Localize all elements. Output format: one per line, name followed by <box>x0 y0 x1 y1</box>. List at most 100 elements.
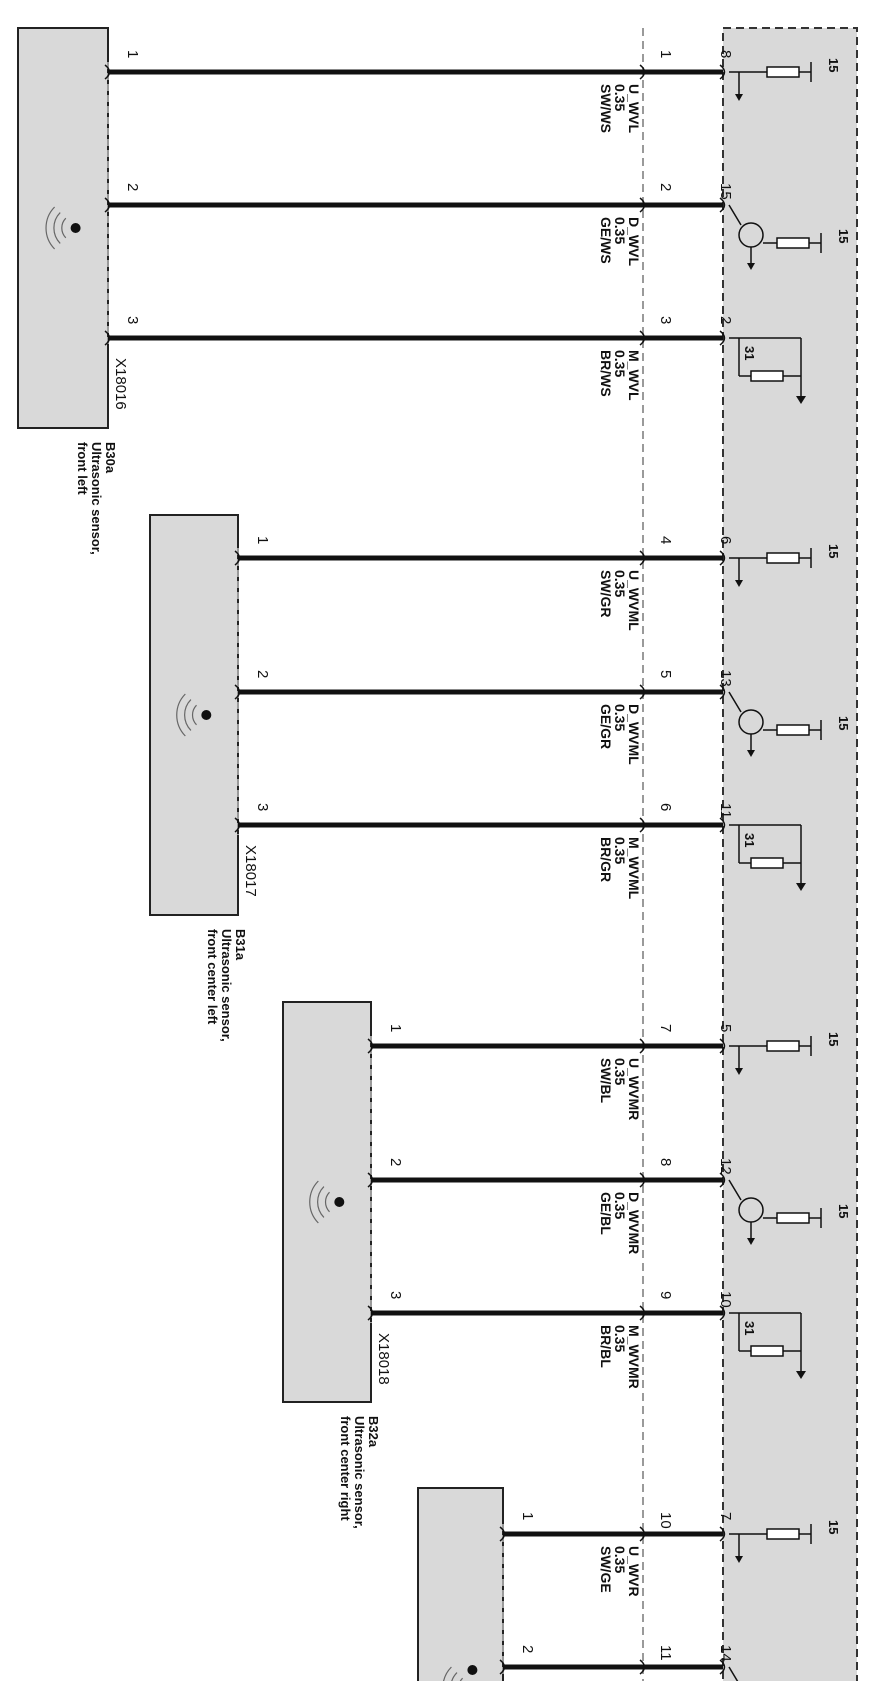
wire-color: SW/WS <box>598 84 614 133</box>
wire-signal: M_WVMR <box>626 1325 642 1389</box>
sensor-dot <box>467 1665 478 1675</box>
module-pin-number: 13 <box>717 670 734 687</box>
module-pin-number: 10 <box>717 1291 734 1308</box>
connector-pin-mark <box>719 684 726 700</box>
sensor-box <box>282 1001 372 1403</box>
wire-color: GE/WS <box>598 217 614 264</box>
sensor-pin-number: 3 <box>124 316 141 324</box>
wire-gauge: 0.35 <box>612 570 628 597</box>
arrow-icon <box>747 750 755 757</box>
wire-color: BR/WS <box>598 350 614 397</box>
resistor-icon <box>750 1345 784 1357</box>
internal-trace <box>728 1666 739 1681</box>
sensor-pin-number: 1 <box>387 1024 404 1032</box>
connector-pin-mark <box>719 1659 726 1675</box>
resistor-icon <box>750 857 784 869</box>
connector-pin-mark <box>719 1038 726 1054</box>
internal-trace <box>728 204 742 226</box>
connector-pin-mark <box>639 1172 646 1188</box>
sensor-name-line2: front center left <box>205 929 220 1025</box>
connector-pin-mark <box>639 1526 646 1542</box>
sensor-pin-number: 2 <box>254 670 271 678</box>
wire-signal: D_WVMR <box>626 1192 642 1254</box>
connector-pin-mark <box>367 1305 374 1321</box>
wire-gauge: 0.35 <box>612 837 628 864</box>
module-pin-number: 12 <box>717 1158 734 1175</box>
connector-pin-mark <box>234 684 241 700</box>
connector-pin-mark <box>234 817 241 833</box>
connector-pin-mark <box>639 197 646 213</box>
supply-terminal: 15 <box>826 1032 841 1046</box>
wire-color: GE/BL <box>598 1192 614 1235</box>
arrow-icon <box>735 1068 743 1075</box>
inline-pin-number: 8 <box>657 1158 674 1166</box>
sensor-pin-number: 1 <box>124 50 141 58</box>
inline-pin-number: 1 <box>657 50 674 58</box>
ground-arrow-icon <box>796 396 806 404</box>
module-pin-number: 6 <box>717 536 734 544</box>
inline-pin-number: 11 <box>657 1645 674 1661</box>
module-pin-number: 5 <box>717 1024 734 1032</box>
ground-arrow-icon <box>796 883 806 891</box>
sensor-wave-icon <box>45 206 56 250</box>
wire-color: BR/GR <box>598 837 614 882</box>
wire-signal: M_WVML <box>626 837 642 900</box>
sensor-pin-number: 1 <box>254 536 271 544</box>
connector-pin-mark <box>367 1172 374 1188</box>
wire-color: SW/GE <box>598 1546 614 1593</box>
resistor-icon <box>750 370 784 382</box>
sensor-name: Ultrasonic sensor, <box>352 1416 367 1529</box>
sensor-pin-number: 3 <box>387 1291 404 1299</box>
supply-terminal: 15 <box>836 1204 851 1218</box>
sensor-dot <box>334 1197 345 1207</box>
connector-pin-mark <box>104 64 111 80</box>
inline-pin-number: 3 <box>657 316 674 324</box>
wire-gauge: 0.35 <box>612 350 628 377</box>
internal-trace <box>728 691 742 713</box>
sensor-wave-icon <box>309 1180 319 1224</box>
sensor-name: Ultrasonic sensor, <box>89 442 104 555</box>
ground-terminal: 31 <box>742 346 757 360</box>
connector-pin-mark <box>719 817 726 833</box>
supply-terminal: 15 <box>836 229 851 243</box>
sensor-name-line2: front left <box>75 442 90 495</box>
sensor-wave-icon <box>184 699 192 731</box>
wire-signal: U_WVL <box>626 84 642 133</box>
sensor-id: B32a <box>366 1416 381 1448</box>
sensor-box <box>17 27 109 429</box>
connector-pin-mark <box>719 1526 726 1542</box>
wire-color: SW/GR <box>598 570 614 617</box>
supply-terminal: 15 <box>836 716 851 730</box>
sensor-wave-icon <box>451 1672 458 1681</box>
connector-pin-mark <box>719 1172 726 1188</box>
connector-pin-mark <box>234 550 241 566</box>
wire-gauge: 0.35 <box>612 1546 628 1573</box>
arrow-icon <box>735 94 743 101</box>
control-module <box>722 27 858 1681</box>
module-pin-number: 7 <box>717 1512 734 1520</box>
module-pin-number: 14 <box>717 1645 734 1662</box>
connector-pin-mark <box>719 1305 726 1321</box>
connector-pin-mark <box>719 197 726 213</box>
wire-color: BR/BL <box>598 1325 614 1368</box>
resistor-icon <box>766 66 800 78</box>
ground-terminal: 31 <box>742 833 757 847</box>
connector-pin-mark <box>367 1038 374 1054</box>
ground-arrow-icon <box>796 1371 806 1379</box>
connector-pin-mark <box>719 330 726 346</box>
inline-pin-number: 9 <box>657 1291 674 1299</box>
sensor-dot <box>201 710 212 720</box>
wire-signal: M_WVL <box>626 350 642 401</box>
wire-signal: D_WVL <box>626 217 642 266</box>
sensor-dot <box>70 223 81 233</box>
inline-pin-number: 10 <box>657 1512 674 1529</box>
wire-signal: U_WVR <box>626 1546 642 1597</box>
arrow-icon <box>735 580 743 587</box>
sensor-wave-icon <box>459 1677 464 1681</box>
wire-signal: D_WVML <box>626 704 642 765</box>
connector-pin-mark <box>719 550 726 566</box>
sensor-wave-icon <box>61 217 67 239</box>
connector-pin-mark <box>719 64 726 80</box>
connector-pin-mark <box>499 1659 506 1675</box>
